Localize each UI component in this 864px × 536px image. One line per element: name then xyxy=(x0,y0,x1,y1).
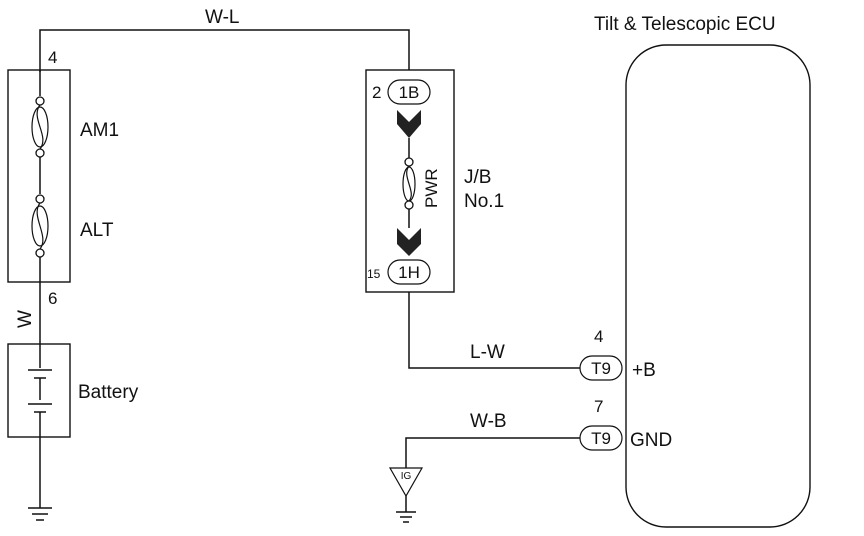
svg-text:1B: 1B xyxy=(399,83,420,102)
ecu-signal-plusb: +B xyxy=(632,360,656,381)
jb-pin-top-num: 2 xyxy=(372,83,381,102)
fusible-link-block: 4 6 AM1 ALT xyxy=(7,48,119,308)
ecu-title: Tilt & Telescopic ECU xyxy=(594,14,776,35)
fuse-label-alt: ALT xyxy=(80,220,114,241)
jb-pin-bottom-num: 15 xyxy=(367,267,381,281)
ecu-connector-t9-plusb: T9 xyxy=(579,355,623,381)
pwr-fuse-label: PWR xyxy=(422,168,441,208)
connector-arrow-icon xyxy=(397,228,421,256)
jb-name-line1: J/B xyxy=(464,167,491,188)
wire-w-b xyxy=(405,437,580,468)
wire-label-w: W xyxy=(15,310,36,328)
ecu-connector-t9-gnd: T9 xyxy=(579,425,623,451)
connector-1h: 1H xyxy=(387,259,431,285)
ig-ground-icon: IG xyxy=(388,467,424,523)
jb-name-line2: No.1 xyxy=(464,191,504,212)
ecu-pin-4-num: 4 xyxy=(594,327,603,346)
wire-label-w-l: W-L xyxy=(205,7,239,28)
fuse-block-pin-bottom: 6 xyxy=(48,289,57,308)
ground-icon xyxy=(28,507,52,521)
svg-text:T9: T9 xyxy=(591,429,611,448)
svg-text:T9: T9 xyxy=(591,359,611,378)
am1-fuse-icon xyxy=(31,96,49,158)
ecu-pin-7-num: 7 xyxy=(594,397,603,416)
connector-arrow-icon xyxy=(397,110,421,138)
battery: Battery xyxy=(7,343,139,438)
alt-fuse-icon xyxy=(31,194,49,258)
ecu-signal-gnd: GND xyxy=(630,430,672,451)
wire-label-l-w: L-W xyxy=(470,342,505,363)
connector-1b: 1B xyxy=(387,79,431,105)
fuse-block-pin-top: 4 xyxy=(48,48,57,67)
wire-l-w xyxy=(408,292,580,369)
fuse-label-am1: AM1 xyxy=(80,120,119,141)
pwr-fuse-icon xyxy=(402,157,416,210)
svg-text:IG: IG xyxy=(401,471,412,482)
junction-block-no1: 2 1B PWR 15 1H xyxy=(365,69,455,293)
svg-text:1H: 1H xyxy=(398,263,420,282)
tilt-telescopic-ecu: Tilt & Telescopic ECU 4 T9 +B 7 T9 GND xyxy=(579,14,811,528)
wire-w-l xyxy=(39,29,410,72)
battery-label: Battery xyxy=(78,382,139,403)
wire-label-w-b: W-B xyxy=(470,411,507,432)
